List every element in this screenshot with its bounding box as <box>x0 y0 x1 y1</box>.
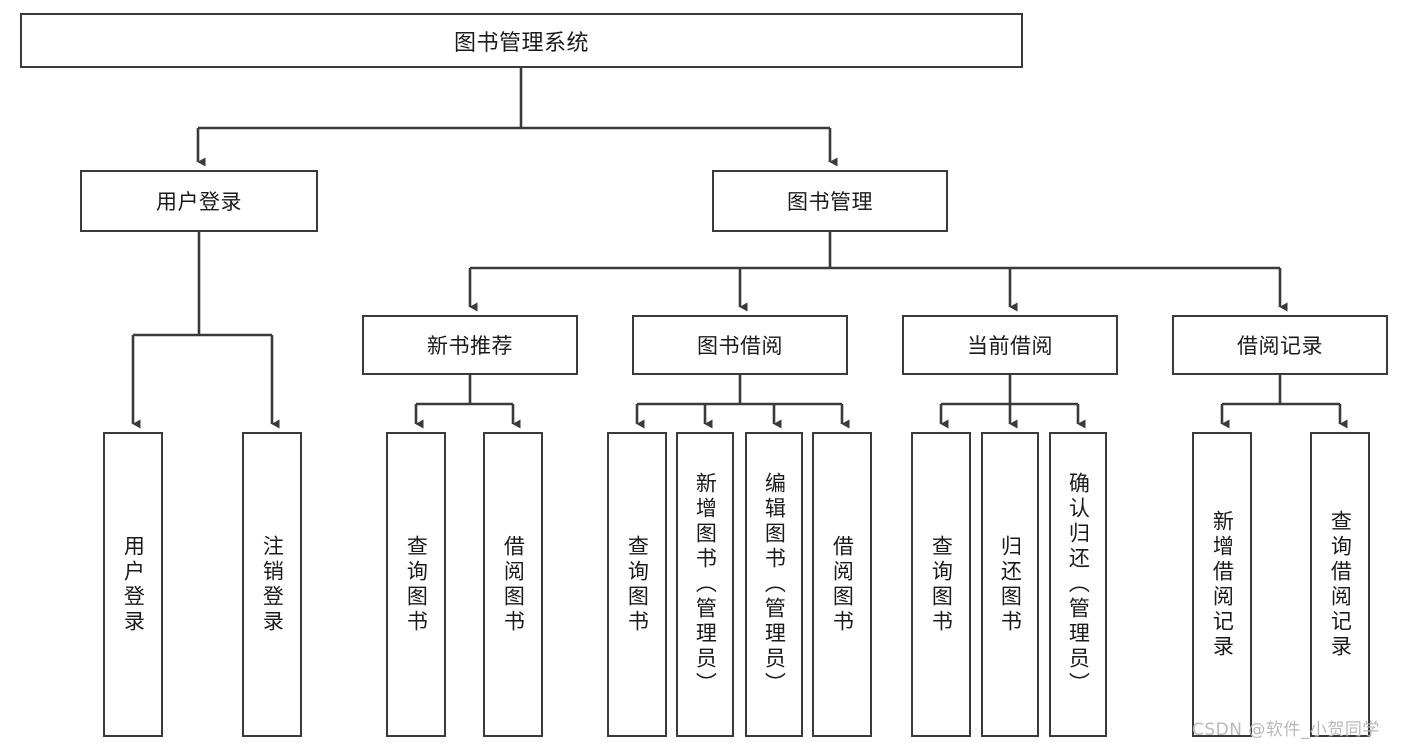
node-leaf-borrow-book-1-label: 借阅图书 <box>501 534 526 635</box>
node-leaf-user-logout-label: 注销登录 <box>260 534 285 635</box>
node-book-borrow-label: 图书借阅 <box>697 334 783 358</box>
node-leaf-query-record[interactable]: 查询借阅记录 <box>1310 432 1370 737</box>
node-root[interactable]: 图书管理系统 <box>20 13 1023 68</box>
node-leaf-user-login[interactable]: 用户登录 <box>103 432 163 737</box>
node-user-login-label: 用户登录 <box>156 190 242 214</box>
node-leaf-query-book-3[interactable]: 查询图书 <box>911 432 971 737</box>
node-leaf-query-book-2[interactable]: 查询图书 <box>607 432 667 737</box>
node-leaf-add-record-label: 新增借阅记录 <box>1210 509 1235 660</box>
node-leaf-query-book-1-label: 查询图书 <box>404 534 429 635</box>
node-leaf-return-book-label: 归还图书 <box>998 534 1023 635</box>
node-leaf-query-record-label: 查询借阅记录 <box>1328 509 1353 660</box>
node-new-book-rec-label: 新书推荐 <box>427 334 513 358</box>
csdn-watermark: CSDN @软件_小贺同学 <box>1192 720 1380 740</box>
node-leaf-query-book-1[interactable]: 查询图书 <box>386 432 446 737</box>
node-borrow-record-label: 借阅记录 <box>1237 334 1323 358</box>
node-leaf-query-book-2-label: 查询图书 <box>625 534 650 635</box>
node-leaf-confirm-return[interactable]: 确认归还（管理员） <box>1049 432 1107 737</box>
node-leaf-edit-book[interactable]: 编辑图书（管理员） <box>745 432 803 737</box>
node-leaf-confirm-return-label: 确认归还（管理员） <box>1066 472 1091 697</box>
node-new-book-rec[interactable]: 新书推荐 <box>362 315 578 375</box>
node-leaf-borrow-book-2[interactable]: 借阅图书 <box>812 432 872 737</box>
node-leaf-borrow-book-1[interactable]: 借阅图书 <box>483 432 543 737</box>
node-user-login[interactable]: 用户登录 <box>80 170 318 232</box>
node-book-borrow[interactable]: 图书借阅 <box>632 315 848 375</box>
node-borrow-record[interactable]: 借阅记录 <box>1172 315 1388 375</box>
node-book-manage-label: 图书管理 <box>787 190 873 214</box>
node-leaf-return-book[interactable]: 归还图书 <box>981 432 1039 737</box>
node-leaf-add-book-label: 新增图书（管理员） <box>693 472 718 697</box>
node-leaf-borrow-book-2-label: 借阅图书 <box>830 534 855 635</box>
node-leaf-user-logout[interactable]: 注销登录 <box>242 432 302 737</box>
node-leaf-add-book[interactable]: 新增图书（管理员） <box>676 432 734 737</box>
node-current-borrow-label: 当前借阅 <box>967 334 1053 358</box>
node-leaf-add-record[interactable]: 新增借阅记录 <box>1192 432 1252 737</box>
node-leaf-edit-book-label: 编辑图书（管理员） <box>762 472 787 697</box>
node-book-manage[interactable]: 图书管理 <box>712 170 948 232</box>
node-root-label: 图书管理系统 <box>453 30 589 56</box>
node-current-borrow[interactable]: 当前借阅 <box>902 315 1118 375</box>
node-leaf-user-login-label: 用户登录 <box>121 534 146 635</box>
node-leaf-query-book-3-label: 查询图书 <box>929 534 954 635</box>
